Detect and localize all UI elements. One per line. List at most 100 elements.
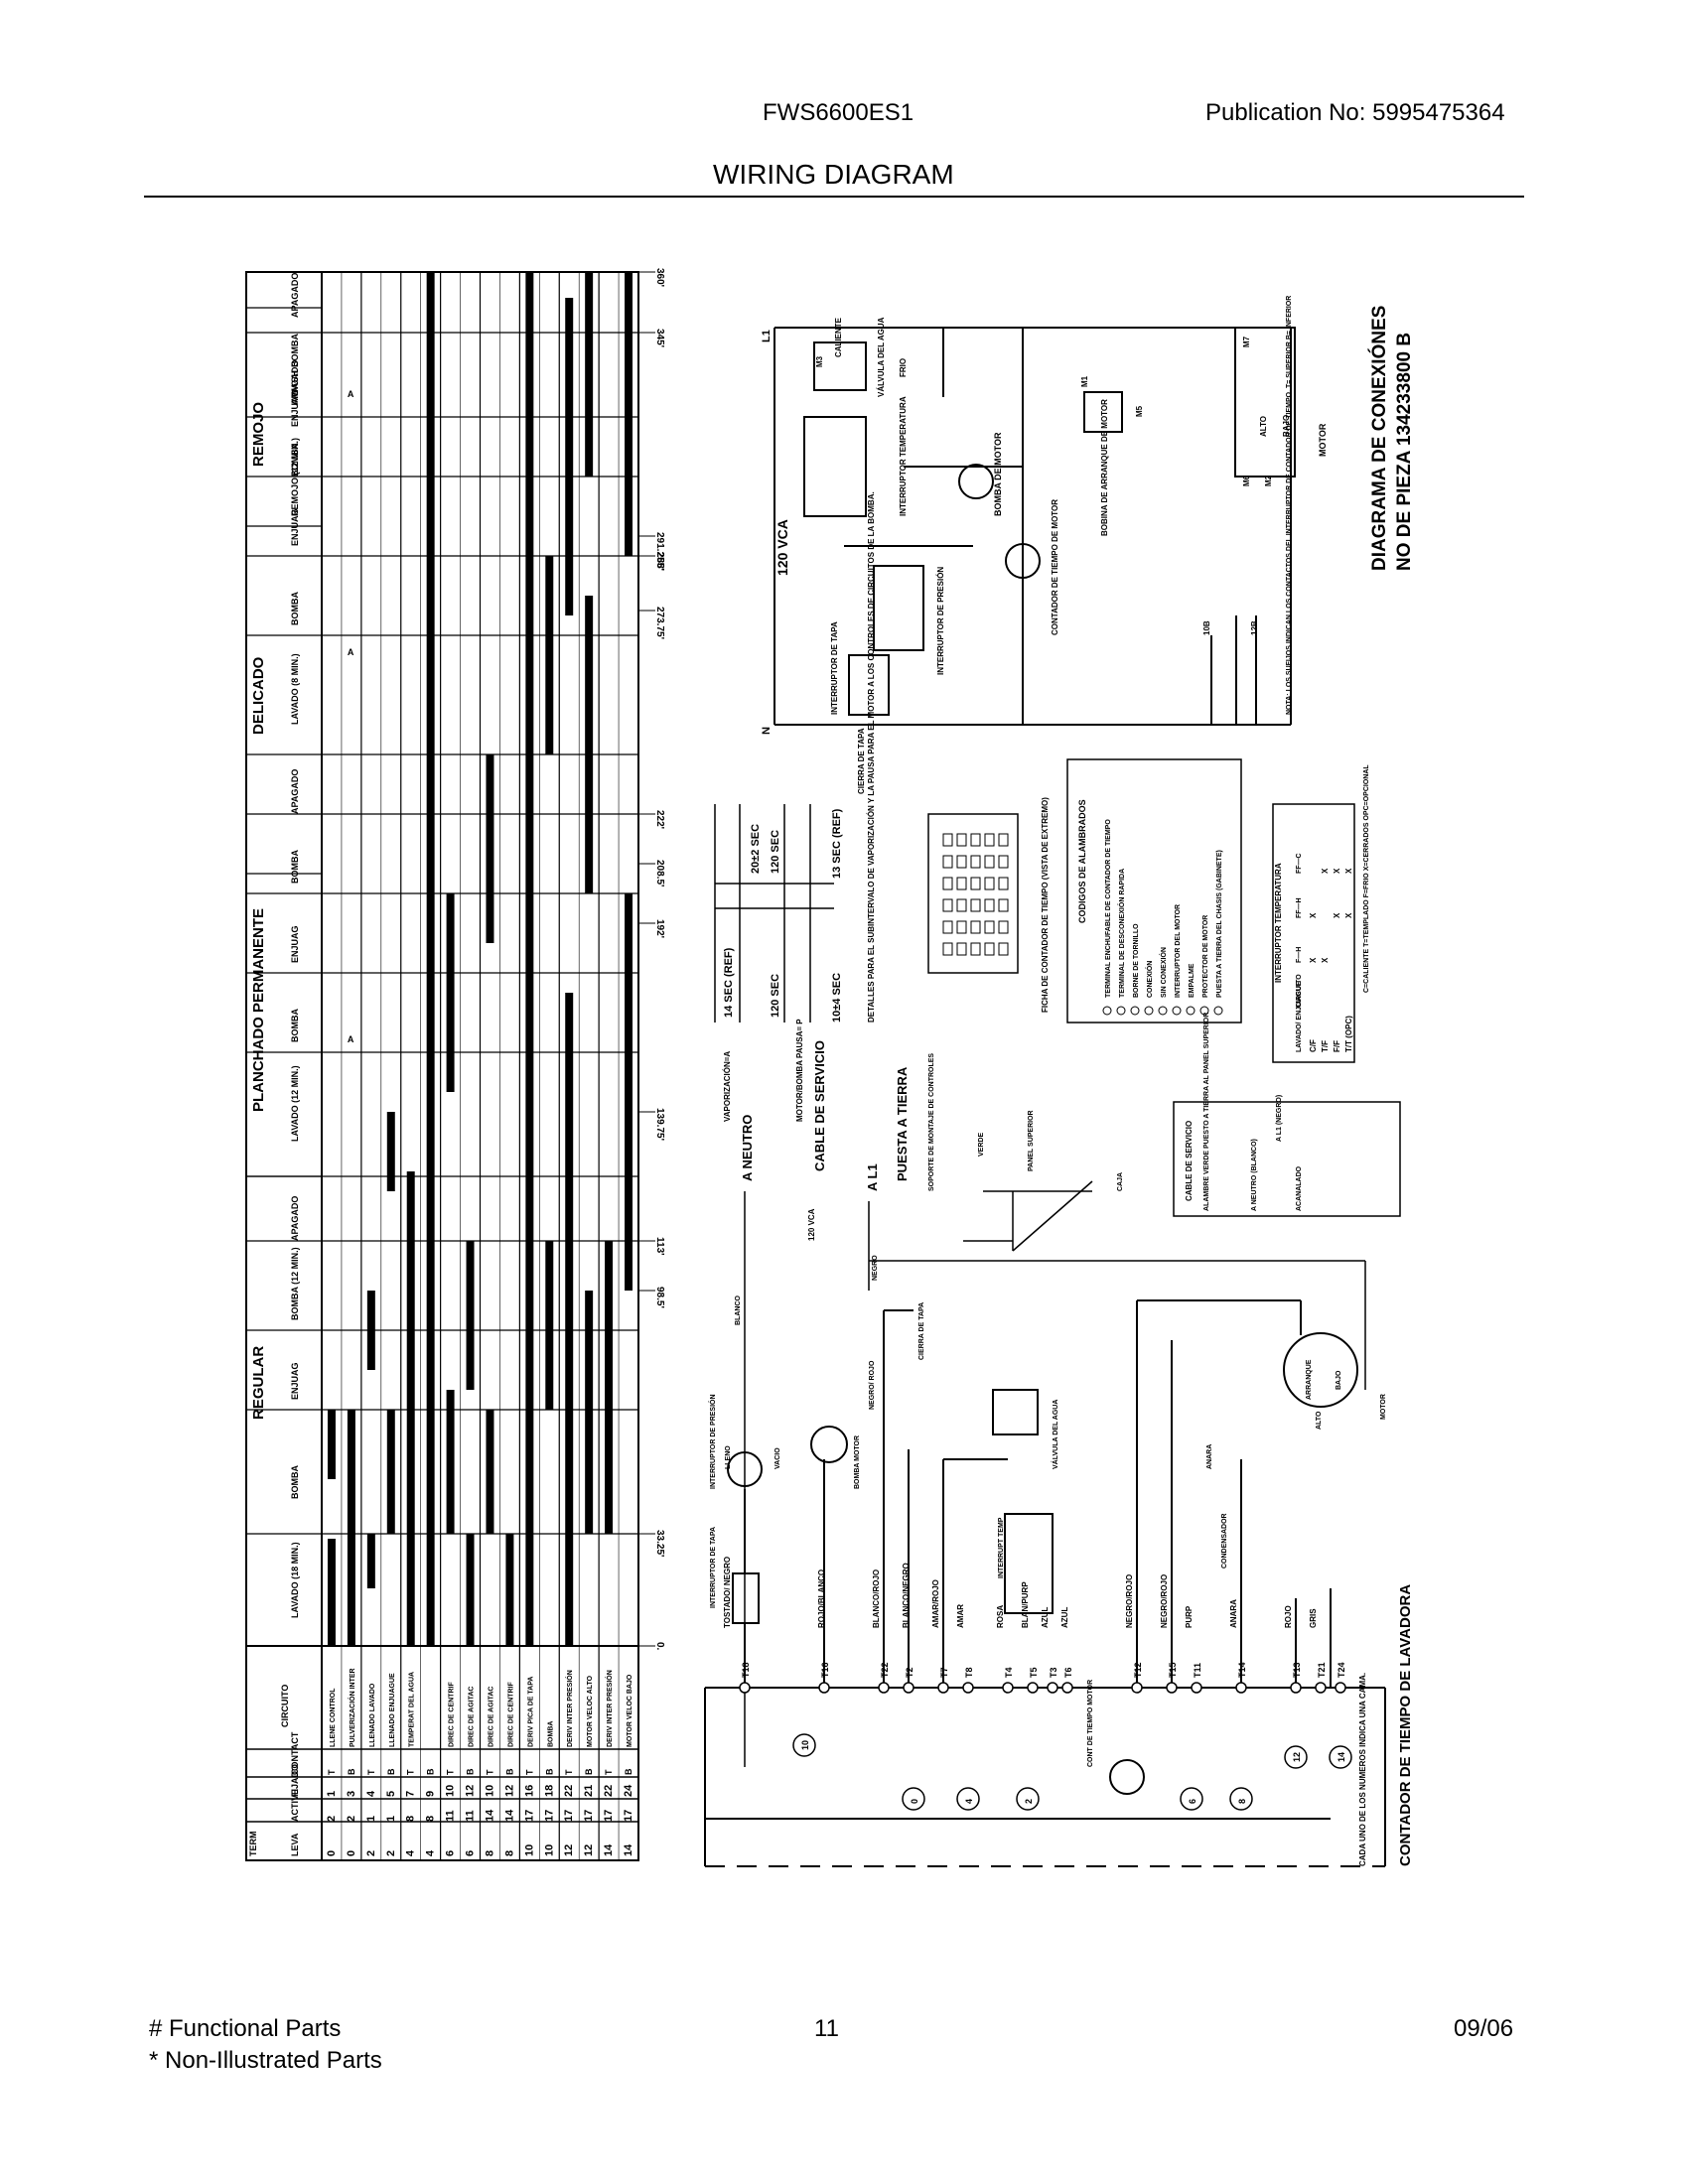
- terminal-label: T6: [1063, 1667, 1073, 1678]
- cam-bar: [525, 272, 534, 1646]
- ladder-terminal: [937, 1682, 949, 1694]
- codigo-symbol: [1186, 1006, 1196, 1016]
- ficha-labels: FICHA DE CONTADOR DE TIEMPO (VISTA DE EX…: [1041, 764, 1370, 1052]
- ficha-terminal: [998, 855, 1009, 869]
- terminal-label: T16: [820, 1662, 830, 1678]
- component-label: CIERRA DE TAPA: [918, 1302, 925, 1360]
- ficha-terminal: [942, 920, 953, 934]
- bobina-label: BOBINA DE ARRANQUE DE MOTOR: [1100, 399, 1109, 536]
- ficha-terminal: [942, 877, 953, 890]
- row-leva: 14: [623, 1843, 634, 1856]
- row-active: 8: [405, 1816, 417, 1822]
- row-leva: 10: [543, 1844, 555, 1856]
- vapor-marker: A: [348, 389, 354, 399]
- codigos-title: CODIGOS DE ALAMBRADOS: [1077, 799, 1087, 923]
- phase-label: BOMBA: [290, 1465, 300, 1499]
- component-label: VACIO: [774, 1447, 781, 1469]
- row-active: 17: [543, 1810, 555, 1822]
- timing-ref-4: 120 SEC: [770, 830, 781, 874]
- vapor-marker: A: [348, 1432, 354, 1441]
- row-circuito: DERIV INTER PRESIÓN: [605, 1670, 614, 1747]
- phase-label: ENJUAG: [290, 925, 300, 963]
- term-12t: 10B: [1202, 620, 1211, 635]
- term-m2: M2: [1264, 475, 1273, 486]
- cam-marker: [1180, 1787, 1203, 1811]
- ficha-terminal: [984, 833, 995, 847]
- timing-ref-1: 14 SEC (REF): [723, 947, 735, 1018]
- negro-label: NEGRO: [872, 1255, 879, 1281]
- degree-label: 208.5': [654, 860, 665, 887]
- terminal-label: T8: [964, 1667, 974, 1678]
- row-fijado: 12: [503, 1785, 515, 1797]
- temp-table: LAVADO/ ENJUAGUECIRCUITOF—HFF—HFF—CC/FXX…: [1296, 853, 1353, 1052]
- cycle-planchado: PLANCHADO PERMANENTE: [250, 908, 267, 1112]
- codigo-symbol: [1130, 1006, 1140, 1016]
- degree-label: 291.255': [654, 532, 665, 571]
- cam-marker: [1229, 1787, 1253, 1811]
- contact-columns: [246, 272, 639, 1860]
- row-fijado: 21: [583, 1785, 595, 1797]
- component-label: ALTO: [1316, 1411, 1323, 1430]
- ficha-terminal: [984, 877, 995, 890]
- ficha-terminal: [942, 855, 953, 869]
- phase-label: REMOJO (12 MIN.): [290, 438, 300, 516]
- phase-label: WASH: [290, 370, 300, 397]
- ficha-terminal: [970, 855, 981, 869]
- cam-bar: [446, 1390, 455, 1534]
- cam-bar: [565, 993, 574, 1646]
- row-fijado: 10: [445, 1785, 457, 1797]
- frio-label: FRIO: [899, 358, 908, 377]
- cam-marker: [1284, 1745, 1308, 1769]
- puesta-tierra: PUESTA A TIERRA: [895, 1066, 910, 1181]
- ladder-terminal: [1027, 1682, 1039, 1694]
- row-fijado: 22: [603, 1785, 615, 1797]
- row-contact: B: [347, 1768, 356, 1775]
- cam-marker: [902, 1787, 925, 1811]
- row-fijado: 5: [385, 1791, 397, 1797]
- terminal-label: T2: [905, 1667, 914, 1678]
- cam-bar: [327, 1539, 336, 1646]
- component-label: BOMBA MOTOR: [854, 1435, 861, 1489]
- wire-label: ANARA: [1229, 1599, 1238, 1628]
- publication-number: Publication No: 5995475364: [1205, 99, 1505, 126]
- codigo-item: TERMINAL ENCHUFABLE DE CONTADOR DE TIEMP…: [1105, 819, 1112, 998]
- diagrama-piece: NO DE PIEZA 134233800 B: [1394, 333, 1415, 571]
- row-circuito: BOMBA: [547, 1721, 554, 1747]
- codigo-item: PUESTA A TIERRA DEL CHASIS (GABINETE): [1216, 850, 1223, 998]
- row-fijado: 16: [523, 1785, 535, 1797]
- row-circuito: MOTOR VELOC ALTO: [587, 1675, 594, 1747]
- row-active: 2: [326, 1816, 338, 1822]
- upper-schematic: [774, 327, 1296, 726]
- non-illustrated-note: * Non-Illustrated Parts: [149, 2047, 382, 2074]
- cam-number: 14: [1336, 1752, 1346, 1762]
- phase-label: BOMBA: [290, 443, 300, 477]
- terminal-label: T4: [1004, 1667, 1014, 1678]
- terminal-label: T13: [1292, 1662, 1302, 1678]
- codigo-item: BORNE DE TORNILLO: [1133, 923, 1140, 998]
- column-header: FIJADO: [290, 1764, 300, 1797]
- contador-lavadora: CONTADOR DE TIEMPO DE LAVADORA: [1397, 1584, 1414, 1866]
- degree-label: 113': [654, 1237, 665, 1256]
- ladder-terminal: [962, 1682, 974, 1694]
- row-contact: T: [327, 1769, 337, 1775]
- phase-label: BOMBA: [290, 592, 300, 625]
- cam-bar: [446, 893, 455, 1092]
- temp-cell: T/F: [1321, 1040, 1330, 1052]
- servicio-desc: ALAMBRE VERDE PUESTO A TIERRA AL PANEL S…: [1203, 1013, 1210, 1211]
- row-contact: B: [386, 1768, 396, 1775]
- ficha-terminal: [942, 898, 953, 912]
- row-fijado: 3: [346, 1791, 357, 1797]
- codigo-symbol: [1158, 1006, 1168, 1016]
- phase-label: ENJUAG: [290, 508, 300, 546]
- cam-bar: [605, 1241, 614, 1534]
- temp-cell: X: [1309, 912, 1318, 918]
- wire-label: ROJO: [1284, 1605, 1293, 1628]
- wire-label: BLANCO/ROJO: [872, 1570, 881, 1628]
- cam-bar: [347, 1410, 355, 1646]
- row-active: 11: [465, 1810, 477, 1822]
- terminal-label: T14: [1237, 1662, 1247, 1678]
- phase-label: LAVADO (8 MIN.): [290, 653, 300, 725]
